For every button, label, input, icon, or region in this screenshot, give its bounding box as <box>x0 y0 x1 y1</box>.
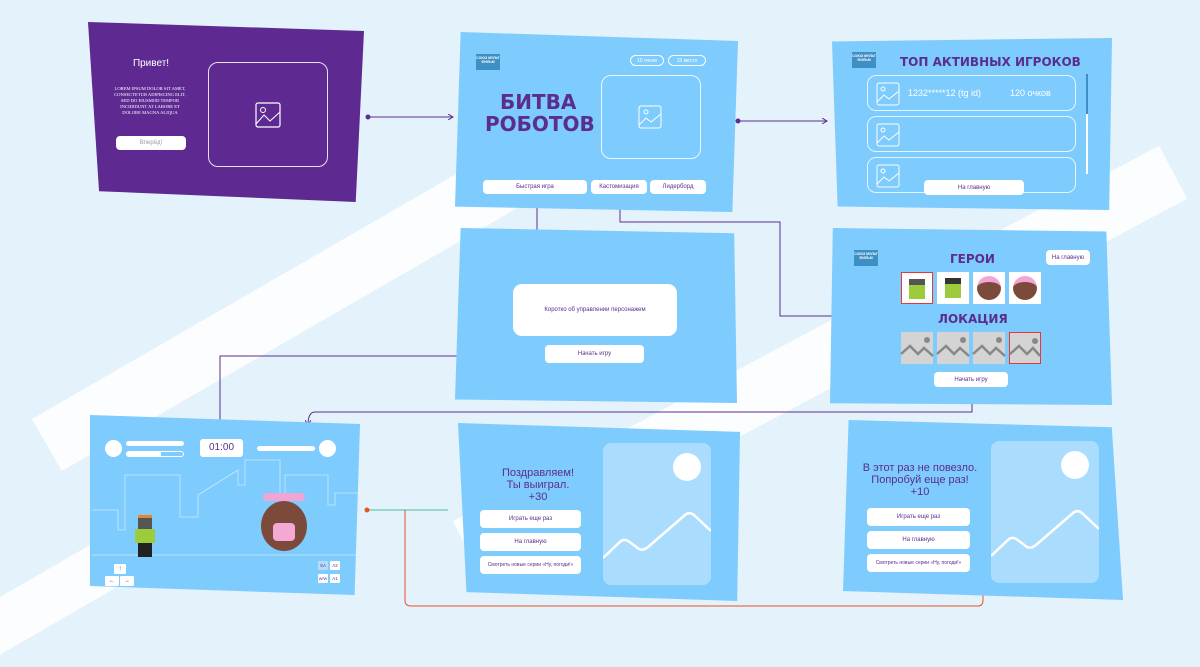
location-option[interactable] <box>972 332 1006 364</box>
image-icon <box>638 105 662 129</box>
win-message: Поздравляем!Ты выиграл.+30 <box>478 467 598 503</box>
home-button[interactable]: На главную <box>1046 250 1090 265</box>
image-icon <box>991 451 1099 557</box>
hero-option-robot[interactable] <box>901 272 933 304</box>
win-line2: Ты выиграл. <box>506 479 570 491</box>
key-right[interactable]: → <box>120 576 134 586</box>
image-icon <box>255 102 281 128</box>
win-screen: Поздравляем!Ты выиграл.+30 Играть еще ра… <box>458 423 740 601</box>
win-points: +30 <box>528 491 548 503</box>
start-game-button[interactable]: Начать игру <box>545 345 644 363</box>
image-icon <box>936 337 970 357</box>
key-sa[interactable]: SA <box>318 561 328 570</box>
game-screen: 01:00 ↑ ← → SA A2 W/W A1 <box>90 415 360 595</box>
key-left[interactable]: ← <box>105 576 119 586</box>
avatar-icon <box>876 164 900 188</box>
forward-button[interactable]: Вперёд! <box>116 136 186 150</box>
lose-line2: Попробуй еще раз! <box>871 474 969 486</box>
image-icon <box>603 453 711 559</box>
image-icon <box>900 337 934 357</box>
instructions-card: Коротко об управлении персонажем <box>513 284 677 336</box>
welcome-body: LOREM IPSUM DOLOR SIT AMET, CONSECTETUR … <box>114 86 186 115</box>
player-health-bar <box>126 451 184 457</box>
image-icon <box>972 337 1006 357</box>
player-robot-character <box>130 515 160 567</box>
leaderboard-row: 1232*****12 (tg id) 120 очков <box>867 75 1076 111</box>
player-id: 1232*****12 (tg id) <box>908 88 982 98</box>
start-game-button[interactable]: Начать игру <box>934 372 1008 387</box>
logo: СОЮЗ МУЛЬТ ФИЛЬМ <box>476 54 500 70</box>
quick-game-button[interactable]: Быстрая игра <box>483 180 587 194</box>
scrollbar[interactable] <box>1086 74 1088 174</box>
avatar-icon <box>876 82 900 106</box>
enemy-name-bar <box>257 446 315 451</box>
logo: СОЮЗ МУЛЬТ ФИЛЬМ <box>852 52 876 68</box>
play-again-button[interactable]: Играть еще раз <box>867 508 970 526</box>
game-title-line1: БИТВА <box>500 90 577 114</box>
city-skyline <box>92 459 360 556</box>
place-badge: 15 место <box>668 55 706 66</box>
image-placeholder <box>603 443 711 585</box>
player-score: 120 очков <box>1010 88 1051 98</box>
location-option-selected[interactable] <box>1009 332 1041 364</box>
lose-message: В этот раз не повезло.Попробуй еще раз!+… <box>855 462 985 498</box>
lose-line1: В этот раз не повезло. <box>862 462 978 474</box>
logo: СОЮЗ МУЛЬТ ФИЛЬМ <box>854 250 878 266</box>
play-again-button[interactable]: Играть еще раз <box>480 510 581 528</box>
customization-screen: СОЮЗ МУЛЬТ ФИЛЬМ ГЕРОИ На главную ЛОКАЦИ… <box>830 228 1112 405</box>
hero-option-robot-alt[interactable] <box>937 272 969 304</box>
leaderboard-title: ТОП АКТИВНЫХ ИГРОКОВ <box>900 55 1081 69</box>
watch-series-button[interactable]: Смотреть новые серии «Ну, погоди!» <box>867 554 970 572</box>
heroes-title: ГЕРОИ <box>950 252 995 266</box>
player-avatar <box>105 440 122 457</box>
instructions-text: Коротко об управлении персонажем <box>544 307 646 313</box>
home-button[interactable]: На главную <box>867 531 970 549</box>
lose-screen: В этот раз не повезло.Попробуй еще раз!+… <box>843 420 1123 600</box>
main-screen: СОЮЗ МУЛЬТ ФИЛЬМ 10 очков 15 место БИТВА… <box>455 32 738 212</box>
game-title-line2: РОБОТОВ <box>485 112 595 136</box>
leaderboard-button[interactable]: Лидерборд <box>650 180 706 194</box>
leaderboard-row <box>867 116 1076 152</box>
avatar-icon <box>876 123 900 147</box>
key-a2[interactable]: A2 <box>330 561 340 570</box>
watch-series-button[interactable]: Смотреть новые серии «Ну, погоди!» <box>480 556 581 574</box>
instructions-screen: Коротко об управлении персонажем Начать … <box>455 228 737 403</box>
key-a1[interactable]: A1 <box>330 574 340 583</box>
welcome-screen: Привет! LOREM IPSUM DOLOR SIT AMET, CONS… <box>88 22 364 202</box>
image-icon <box>1009 338 1041 357</box>
win-line1: Поздравляем! <box>501 467 575 479</box>
location-option[interactable] <box>900 332 934 364</box>
key-ww[interactable]: W/W <box>318 574 328 583</box>
enemy-avatar <box>319 440 336 457</box>
enemy-spider-character <box>255 485 315 575</box>
connector <box>220 355 545 426</box>
connector <box>404 510 983 607</box>
points-badge: 10 очков <box>630 55 664 66</box>
hero-option-spider-sunglasses[interactable] <box>1009 272 1041 304</box>
home-button[interactable]: На главную <box>480 533 581 551</box>
customization-button[interactable]: Кастомизация <box>591 180 647 194</box>
image-placeholder <box>601 75 701 159</box>
image-placeholder <box>991 441 1099 583</box>
location-title: ЛОКАЦИЯ <box>938 312 1008 326</box>
timer: 01:00 <box>200 439 243 457</box>
hero-option-spider[interactable] <box>973 272 1005 304</box>
lose-points: +10 <box>910 486 930 498</box>
image-placeholder <box>208 62 328 167</box>
home-button[interactable]: На главную <box>924 180 1024 195</box>
location-option[interactable] <box>936 332 970 364</box>
key-up[interactable]: ↑ <box>114 564 126 574</box>
leaderboard-screen: СОЮЗ МУЛЬТ ФИЛЬМ ТОП АКТИВНЫХ ИГРОКОВ 12… <box>832 38 1112 210</box>
connector <box>308 380 973 425</box>
player-name-bar <box>126 441 184 446</box>
welcome-title: Привет! <box>132 58 170 69</box>
connector <box>619 193 848 316</box>
